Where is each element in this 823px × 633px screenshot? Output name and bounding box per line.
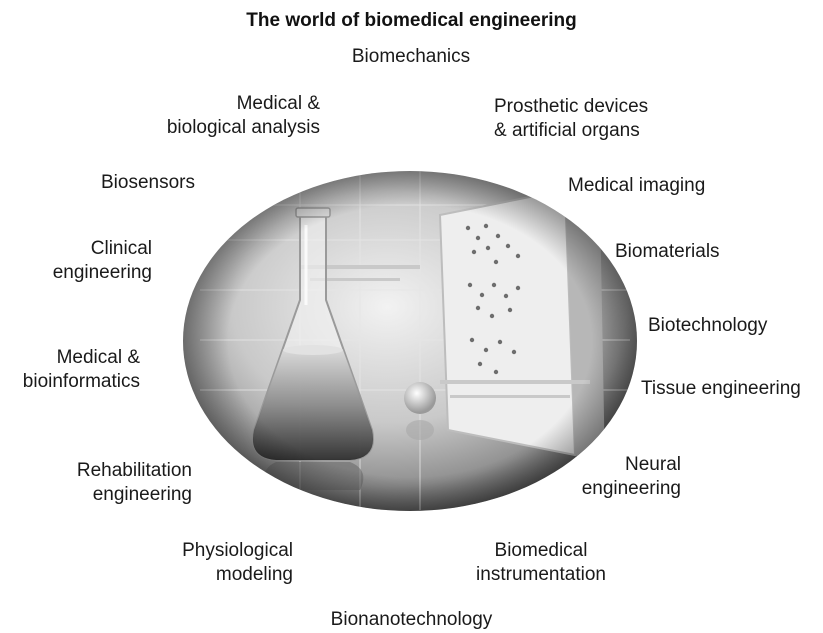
label-line-1: Prosthetic devices <box>494 96 649 117</box>
label-neural-engineering: Neural engineering <box>556 453 681 501</box>
label-line-1: Medical & <box>56 347 140 368</box>
label-medical-imaging: Medical imaging <box>568 174 748 198</box>
label-prosthetic-devices: Prosthetic devices & artificial organs <box>494 95 694 143</box>
label-biomaterials: Biomaterials <box>615 240 765 264</box>
label-medical-bioinformatics: Medical & bioinformatics <box>0 346 140 394</box>
label-biotechnology: Biotechnology <box>648 314 798 338</box>
label-biotechnology-text: Biotechnology <box>648 315 768 336</box>
label-rehabilitation-engineering: Rehabilitation engineering <box>40 459 192 507</box>
label-line-2: & artificial organs <box>494 120 640 141</box>
label-medical-biological-analysis: Medical & biological analysis <box>140 92 320 140</box>
label-biosensors: Biosensors <box>101 171 251 195</box>
label-line-2: bioinformatics <box>22 371 140 392</box>
label-medical-imaging-text: Medical imaging <box>568 175 706 196</box>
label-line-1: Clinical <box>90 238 152 259</box>
label-line-2: biological analysis <box>166 117 320 138</box>
label-line-1: Medical & <box>236 93 320 114</box>
label-line-1: Physiological <box>182 540 293 561</box>
label-tissue-engineering-text: Tissue engineering <box>641 378 801 399</box>
diagram-title: The world of biomedical engineering <box>246 10 577 31</box>
label-line-2: engineering <box>52 262 152 283</box>
label-clinical-engineering: Clinical engineering <box>20 237 152 285</box>
label-physiological-modeling: Physiological modeling <box>130 539 293 587</box>
label-tissue-engineering: Tissue engineering <box>641 377 819 401</box>
label-line-1: Rehabilitation <box>76 460 192 481</box>
label-line-2: engineering <box>92 484 192 505</box>
label-line-1: Biomedical <box>494 540 588 561</box>
label-line-2: engineering <box>581 478 681 499</box>
label-bionanotechnology-text: Bionanotechnology <box>330 609 493 630</box>
label-line-1: Neural <box>625 454 681 475</box>
label-line-2: modeling <box>215 564 293 585</box>
label-biomechanics: Biomechanics <box>316 45 506 69</box>
label-biosensors-text: Biosensors <box>101 172 195 193</box>
label-biomechanics-text: Biomechanics <box>351 46 471 67</box>
label-biomaterials-text: Biomaterials <box>615 241 720 262</box>
label-biomedical-instrumentation: Biomedical instrumentation <box>455 539 627 587</box>
label-line-2: instrumentation <box>476 564 606 585</box>
label-bionanotechnology: Bionanotechnology <box>300 608 523 632</box>
